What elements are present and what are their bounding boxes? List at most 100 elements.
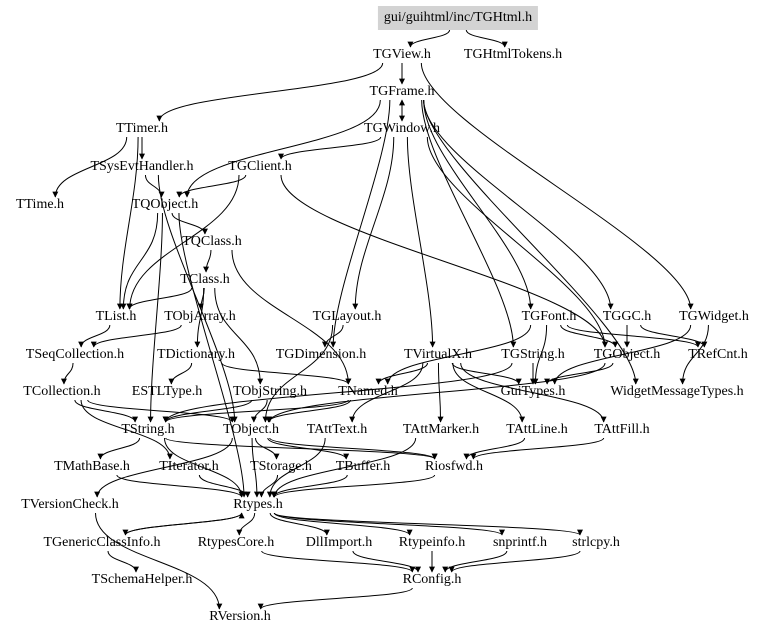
node-ttimer[interactable]: TTimer.h: [116, 121, 168, 136]
node-tggc[interactable]: TGGC.h: [602, 309, 652, 324]
node-tobject[interactable]: TObject.h: [222, 422, 280, 437]
node-strlcpy[interactable]: strlcpy.h: [572, 535, 620, 550]
node-tseqcollection[interactable]: TSeqCollection.h: [25, 347, 125, 362]
edge-tclass-to-tobjarray: [197, 287, 205, 310]
edge-tobject-to-tbuffer: [267, 437, 350, 460]
edge-tobject-to-riosfwd: [269, 437, 438, 460]
node-tatttext[interactable]: TAttText.h: [306, 422, 368, 437]
edge-ttimer-to-tlist: [116, 136, 139, 310]
node-tattline[interactable]: TAttLine.h: [506, 422, 568, 437]
edge-tattfill-to-riosfwd: [470, 437, 605, 460]
edge-tmathbase-to-rtypes: [116, 474, 245, 498]
node-guitypes[interactable]: GuiTypes.h: [500, 384, 566, 399]
node-tqobject[interactable]: TQObject.h: [131, 197, 199, 212]
edge-tghtml-to-tgview: [407, 29, 451, 48]
edge-tversioncheck-to-rversion: [95, 512, 223, 610]
node-tgfont[interactable]: TGFont.h: [521, 309, 577, 324]
node-tsysevthandler[interactable]: TSysEvtHandler.h: [90, 159, 194, 174]
node-estltype[interactable]: ESTLType.h: [131, 384, 203, 399]
node-tgframe[interactable]: TGFrame.h: [369, 84, 435, 99]
node-titerator[interactable]: TIterator.h: [159, 459, 219, 474]
node-tschemahelper[interactable]: TSchemaHelper.h: [91, 572, 193, 587]
edge-tgframe-to-tgstring: [421, 99, 517, 348]
edge-tstorage-to-rtypes: [258, 474, 279, 498]
node-widgetmessagetypes[interactable]: WidgetMessageTypes.h: [610, 384, 744, 399]
edge-tgframe-to-tgfont: [423, 99, 534, 310]
edge-tvirtualx-to-tattmarker: [437, 362, 444, 423]
edge-tatttext-to-rtypes: [266, 437, 326, 498]
edge-ttimer-to-ttime: [52, 136, 128, 198]
node-tclass[interactable]: TClass.h: [180, 272, 230, 287]
node-rtypescore[interactable]: RtypesCore.h: [197, 535, 275, 550]
node-tglayout[interactable]: TGLayout.h: [312, 309, 382, 324]
node-rconfig[interactable]: RConfig.h: [402, 572, 462, 587]
edge-tgframe-to-tggc: [423, 99, 614, 310]
node-tqclass[interactable]: TQClass.h: [182, 234, 242, 249]
node-tgwindow[interactable]: TGWindow.h: [364, 121, 440, 136]
edge-tgfont-to-trefcnt: [566, 324, 701, 348]
node-dllimport[interactable]: DllImport.h: [305, 535, 373, 550]
edge-tclass-to-tlist: [126, 287, 193, 310]
edge-tgstring-to-tstring: [162, 362, 513, 423]
node-snprintf[interactable]: snprintf.h: [492, 535, 548, 550]
edge-tattline-to-riosfwd: [463, 437, 526, 460]
edge-tgwidget-to-guitypes: [551, 324, 692, 385]
node-tghtml[interactable]: gui/guihtml/inc/TGHtml.h: [377, 6, 539, 30]
node-tattmarker[interactable]: TAttMarker.h: [402, 422, 480, 437]
edge-tgframe-to-tqobject: [184, 99, 381, 198]
edge-tobject-to-tstorage: [255, 437, 280, 460]
edge-tsysevthandler-to-tqobject: [144, 174, 165, 198]
edge-tstring-to-riosfwd: [165, 437, 438, 460]
node-rversion[interactable]: RVersion.h: [209, 609, 271, 624]
node-tgview[interactable]: TGView.h: [373, 47, 431, 62]
node-tdictionary[interactable]: TDictionary.h: [156, 347, 236, 362]
edge-rconfig-to-rversion: [257, 587, 413, 610]
node-tlist[interactable]: TList.h: [95, 309, 137, 324]
node-rtypes[interactable]: Rtypes.h: [233, 497, 283, 512]
node-tnamed[interactable]: TNamed.h: [338, 384, 398, 399]
edge-tlist-to-tseqcollection: [78, 324, 111, 348]
edge-tgwindow-to-tvirtualx: [406, 136, 436, 348]
node-tstorage[interactable]: TStorage.h: [250, 459, 312, 474]
node-riosfwd[interactable]: Riosfwd.h: [425, 459, 483, 474]
node-tvirtualx[interactable]: TVirtualX.h: [404, 347, 472, 362]
edge-tvirtualx-to-guitypes: [451, 362, 522, 385]
edge-tgwindow-to-tglayout: [352, 136, 395, 310]
edge-tcollection-to-tobject: [87, 399, 236, 423]
edge-tgwindow-to-tgobject: [426, 136, 608, 348]
edge-tclass-to-tdictionary: [194, 287, 205, 348]
edge-tqobject-to-tlist: [120, 212, 159, 310]
edge-rtypes-to-strlcpy: [273, 512, 583, 536]
edge-tgframe-to-widgetmessagetypes: [423, 99, 639, 385]
node-tgdimension[interactable]: TGDimension.h: [275, 347, 367, 362]
node-tversioncheck[interactable]: TVersionCheck.h: [21, 497, 119, 512]
node-tobjarray[interactable]: TObjArray.h: [164, 309, 236, 324]
edge-tgfont-to-tgobject: [560, 324, 619, 348]
node-tgenericclassinfo[interactable]: TGenericClassInfo.h: [43, 535, 161, 550]
edge-tgframe-to-tgdimension: [330, 99, 391, 348]
edge-tgfont-to-guitypes: [532, 324, 548, 385]
node-tgclient[interactable]: TGClient.h: [228, 159, 292, 174]
node-tcollection[interactable]: TCollection.h: [23, 384, 101, 399]
edge-tdictionary-to-estltype: [168, 362, 193, 385]
edge-tnamed-to-tobject: [265, 399, 351, 423]
node-rtypeinfo[interactable]: Rtypeinfo.h: [398, 535, 466, 550]
node-tgstring[interactable]: TGString.h: [501, 347, 565, 362]
node-tbuffer[interactable]: TBuffer.h: [335, 459, 391, 474]
edge-tgclient-to-tqobject: [176, 174, 247, 198]
node-tgwidget[interactable]: TGWidget.h: [679, 309, 749, 324]
node-tmathbase[interactable]: TMathBase.h: [54, 459, 130, 474]
edge-rtypes-to-snprintf: [273, 512, 505, 536]
node-trefcnt[interactable]: TRefCnt.h: [688, 347, 748, 362]
node-tstring[interactable]: TString.h: [121, 422, 175, 437]
node-ttime[interactable]: TTime.h: [15, 197, 65, 212]
node-tgobject[interactable]: TGObject.h: [593, 347, 661, 362]
edge-tvirtualx-to-tattfill: [460, 362, 607, 423]
edge-tobjstring-to-tstring: [162, 399, 253, 423]
node-tghtmltokens[interactable]: TGHtmlTokens.h: [463, 47, 563, 62]
edge-tgview-to-tgwidget: [420, 62, 694, 310]
node-tattfill[interactable]: TAttFill.h: [594, 422, 650, 437]
node-tobjstring[interactable]: TObjString.h: [232, 384, 308, 399]
edge-tgfont-to-tnamed: [384, 324, 532, 385]
